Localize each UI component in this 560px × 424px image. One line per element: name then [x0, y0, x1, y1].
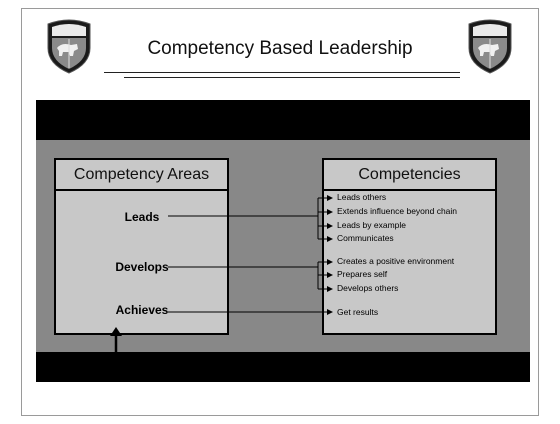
area-leads: Leads [124, 210, 160, 224]
competency-communicates: Communicates [337, 233, 394, 243]
competencies-heading: Competencies [324, 160, 495, 191]
competency-get-results: Get results [337, 307, 379, 317]
area-achieves: Achieves [115, 303, 169, 317]
competency-areas-heading: Competency Areas [56, 160, 227, 191]
competency-leads-by-example: Leads by example [337, 220, 406, 230]
competency-areas-box: Competency Areas [54, 158, 229, 335]
leads-connector [168, 195, 333, 242]
bottom-black-band [36, 352, 530, 382]
slide-title: Competency Based Leadership [147, 38, 413, 59]
competency-extends-influence: Extends influence beyond chain [337, 206, 458, 216]
title-underline [104, 72, 460, 73]
upward-arrowhead [110, 327, 122, 336]
competencies-box: Competencies [322, 158, 497, 335]
competency-positive-environment: Creates a positive environment [337, 256, 455, 266]
competency-prepares-self: Prepares self [337, 269, 388, 279]
competency-leads-others: Leads others [337, 192, 387, 202]
title-underline-2 [124, 77, 460, 78]
top-black-band [36, 100, 530, 140]
competency-develops-others: Develops others [337, 283, 399, 293]
area-develops: Develops [115, 260, 169, 274]
cadet-corps-seal-right-icon [468, 19, 512, 74]
cadet-corps-seal-left-icon [47, 19, 91, 74]
develops-connector [168, 259, 333, 292]
